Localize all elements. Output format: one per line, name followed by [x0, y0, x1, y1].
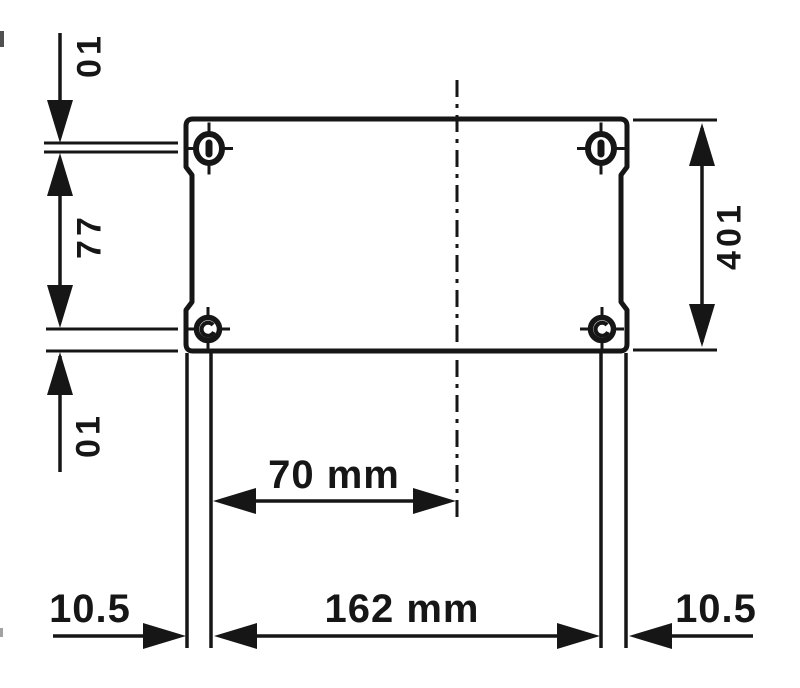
fill-layer: 70 mm 10.5 162 mm 10.5	[0, 31, 757, 649]
arrowhead-left	[214, 623, 257, 649]
arrowhead-down	[47, 100, 73, 143]
mounting-hole-top-left	[185, 122, 233, 175]
hole-ring	[193, 314, 223, 344]
mounting-hole-bottom-left	[186, 307, 230, 351]
arrowhead-right	[557, 623, 600, 649]
arrowhead-right	[143, 623, 186, 649]
arrowhead-down	[689, 304, 715, 347]
mounting-hole-bottom-right	[580, 307, 624, 351]
hole-hook	[593, 320, 610, 338]
hole-hook	[199, 320, 216, 338]
dim-label-left-margin: 10.5	[49, 587, 131, 631]
arrowhead-down	[47, 285, 73, 328]
hole-ring	[585, 131, 617, 166]
arrowhead-up	[689, 123, 715, 166]
hole-slot	[205, 139, 213, 158]
arrowhead-left	[629, 623, 672, 649]
dim-label-right-margin: 10.5	[675, 587, 757, 631]
hole-slot	[597, 139, 605, 158]
scan-artifact	[0, 628, 3, 637]
dim-label-feet-spacing: 162 mm	[325, 587, 480, 631]
arrowhead-right	[413, 488, 456, 514]
scan-artifact	[0, 31, 4, 47]
arrowhead-up	[47, 352, 73, 395]
arrowhead-up	[47, 153, 73, 196]
arrowhead-left	[213, 488, 256, 514]
hole-ring	[587, 314, 617, 344]
mounting-hole-top-right	[577, 122, 625, 175]
hole-ring	[193, 131, 225, 166]
feet	[185, 353, 628, 648]
stroke-layer	[44, 33, 753, 648]
dim-label-center-offset: 70 mm	[268, 453, 400, 497]
dimension-lines	[53, 33, 753, 638]
left-extension-lines	[44, 141, 178, 353]
plate-outline	[183, 116, 630, 354]
right-extension-lines	[633, 118, 717, 352]
